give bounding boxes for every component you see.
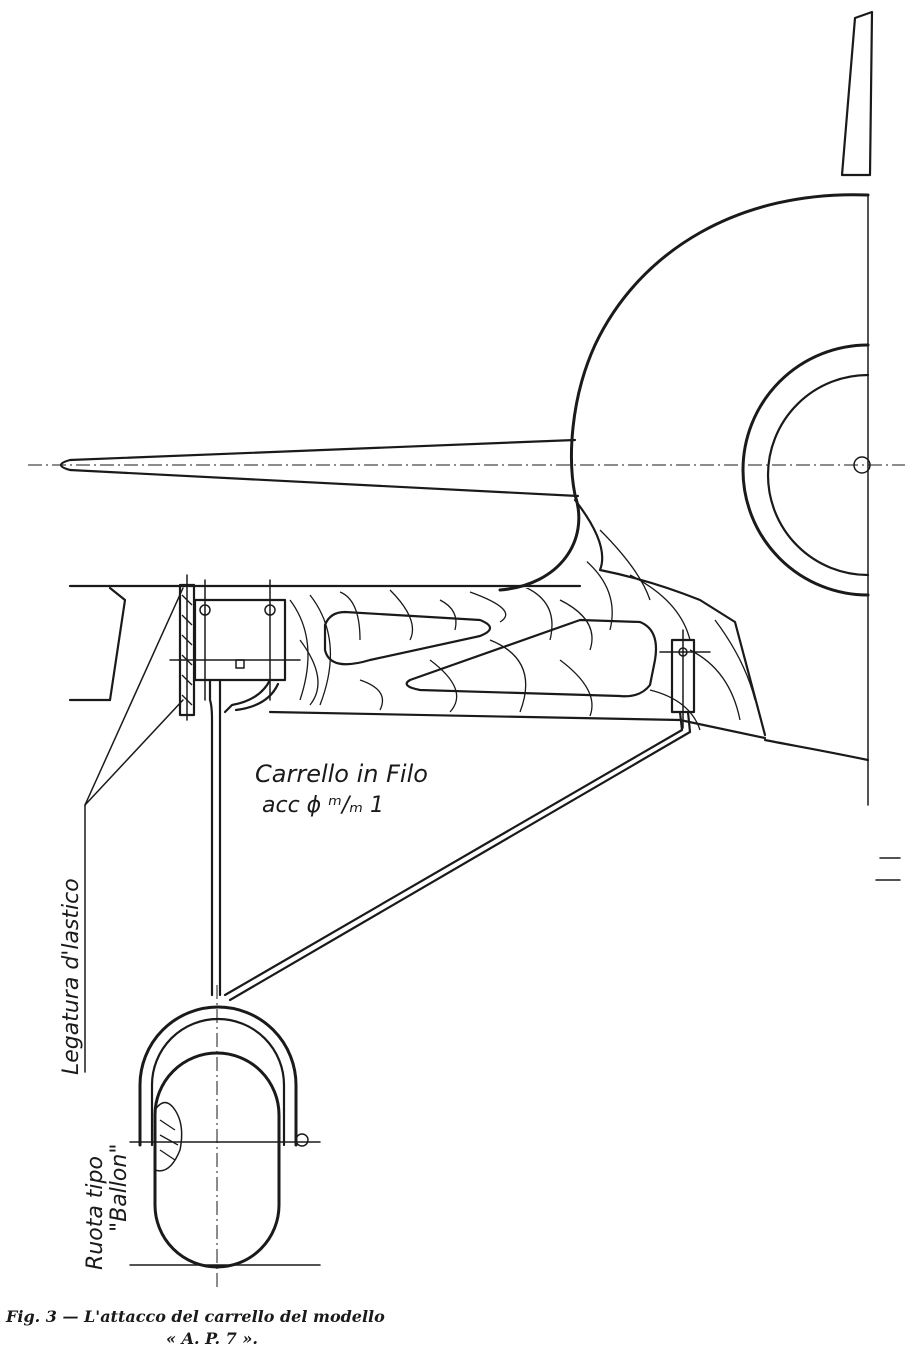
wing-profile (59, 438, 580, 498)
fairing-outline (498, 193, 870, 806)
tail-fin (840, 10, 874, 177)
carrello-label-line2: acc ϕ ᵐ/ₘ 1 (262, 793, 384, 818)
construction-marks (875, 857, 901, 881)
binding-leader-lines (84, 587, 184, 1073)
main-wheel (741, 343, 871, 597)
wire-landing-gear (208, 678, 692, 1002)
ruota-label-line2: "Ballon" (107, 1144, 132, 1232)
legatura-label: Legatura d'lastico (59, 878, 84, 1075)
elastic-binding-post (178, 574, 196, 721)
balloon-wheel (129, 985, 321, 1290)
ruota-label-line1: Ruota tipo (83, 1156, 108, 1270)
caption-line1: Fig. 3 — L'attacco del carrello del mode… (6, 1307, 385, 1326)
carrello-label-line1: Carrello in Filo (255, 760, 428, 788)
fuselage-section (68, 498, 767, 740)
rear-mount-block (659, 629, 711, 729)
caption-line2: « A. P. 7 ». (166, 1329, 258, 1348)
figure-caption: Fig. 3 — L'attacco del carrello del mode… (6, 1306, 476, 1350)
